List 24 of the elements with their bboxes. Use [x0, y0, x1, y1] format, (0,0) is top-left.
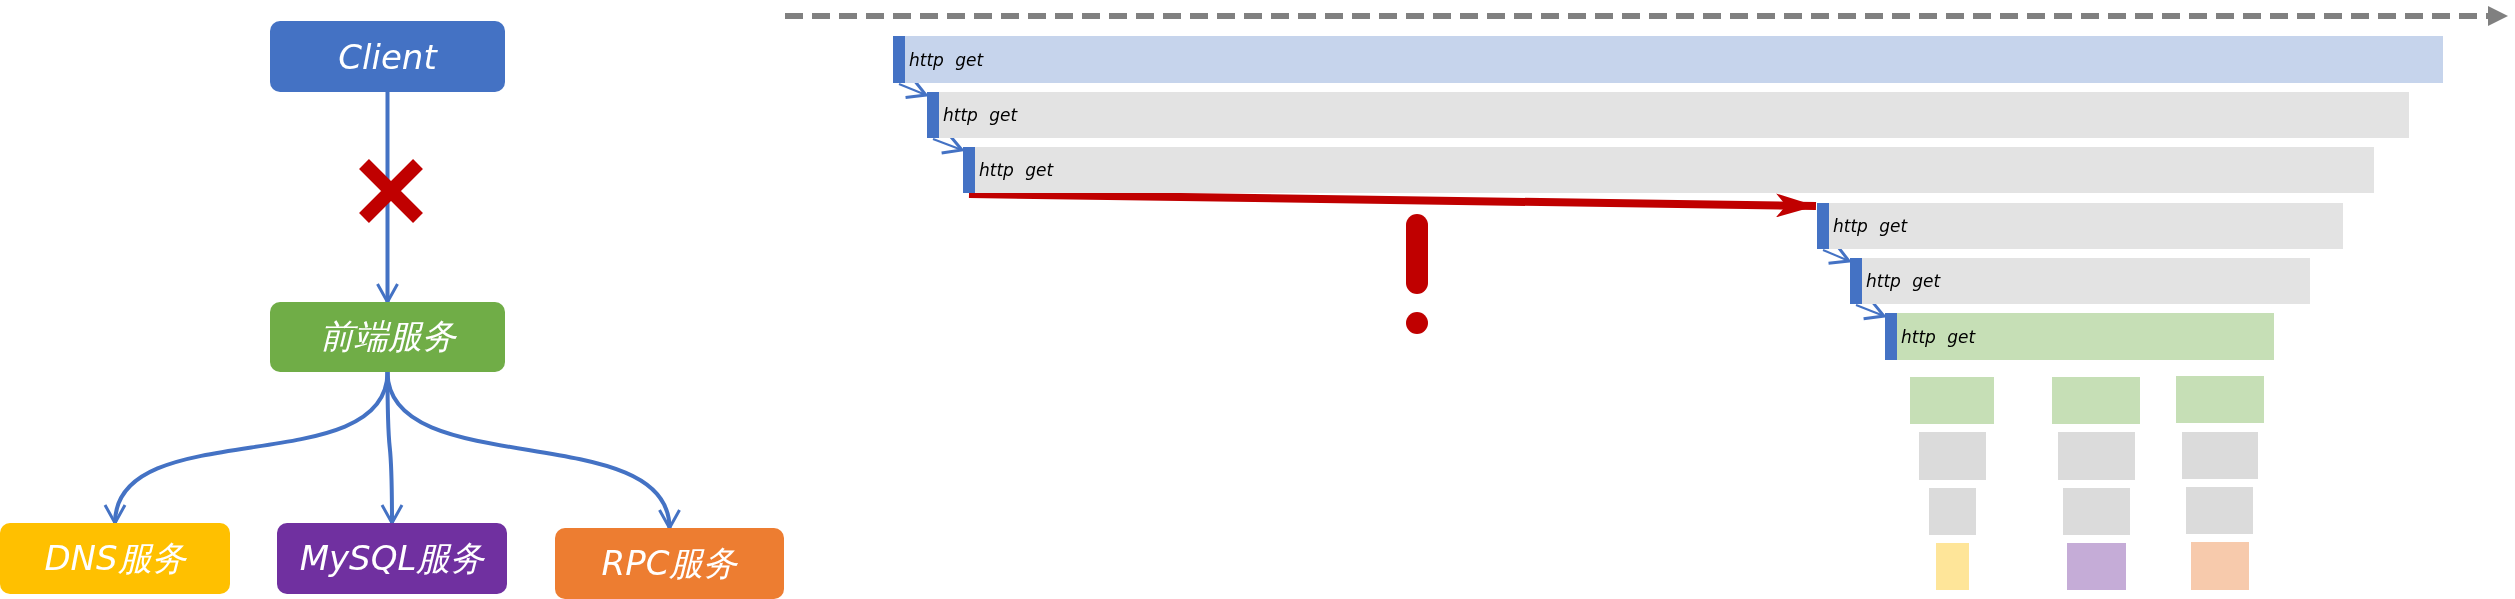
span-bar: http get: [1885, 313, 2274, 360]
span-bar: [2182, 432, 2258, 479]
span-bar: [2052, 377, 2140, 424]
span-bar: [2063, 488, 2130, 535]
service-box: 前端服务: [270, 302, 505, 372]
span-bar: [2186, 487, 2253, 534]
span-bar: [2067, 543, 2126, 590]
service-box: RPC服务: [555, 528, 784, 599]
span-bar: [2058, 432, 2135, 480]
arrow: [376, 92, 399, 304]
span-bar: [2176, 376, 2264, 423]
client-box: Client: [270, 21, 505, 92]
span-bar: http get: [893, 36, 2443, 83]
span-bar: http get: [963, 147, 2374, 193]
span-bar: [1929, 488, 1976, 535]
span-bar: http get: [927, 92, 2409, 138]
span-bar: http get: [1850, 258, 2310, 304]
span-bar: [1919, 432, 1986, 480]
span-bar: [1910, 377, 1994, 424]
span-bar: http get: [1817, 203, 2343, 249]
span-bar: [1936, 543, 1969, 590]
span-bar: [2191, 542, 2249, 590]
service-box: MySQL服务: [277, 523, 507, 594]
service-box: DNS服务: [0, 523, 230, 594]
